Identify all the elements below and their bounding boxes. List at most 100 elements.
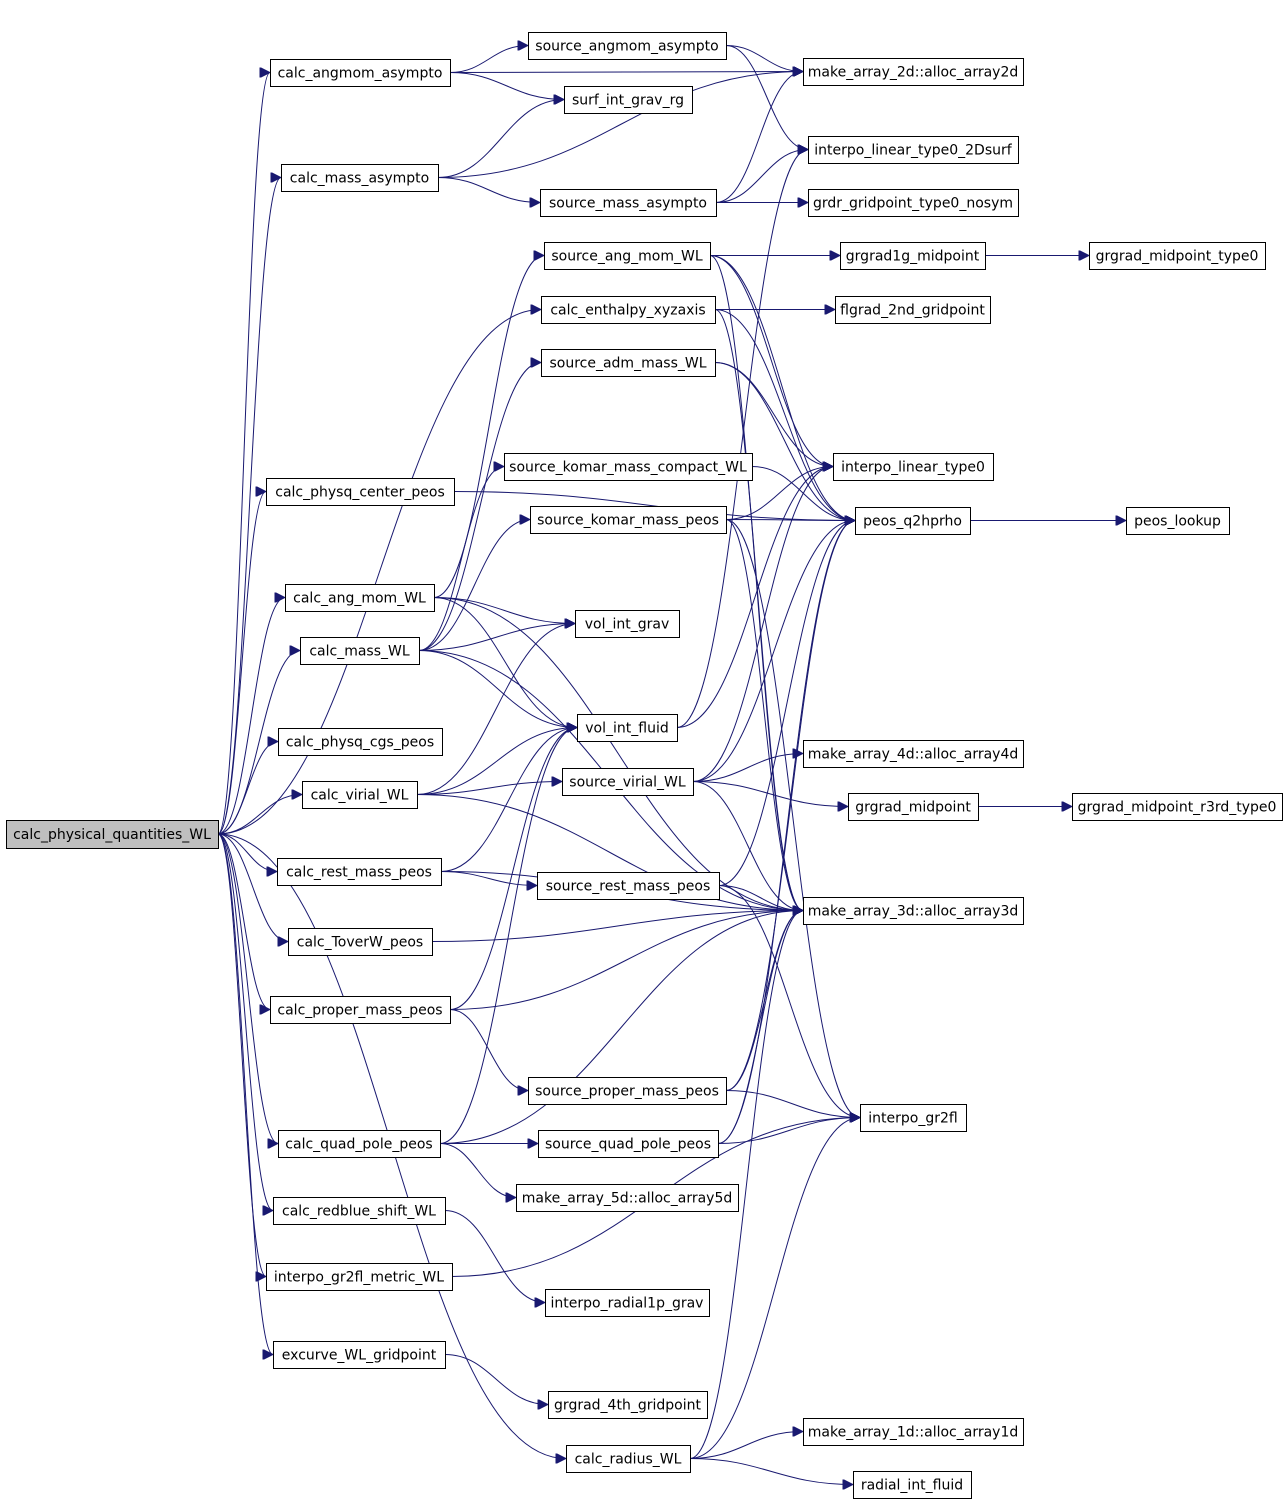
edge-source-rest-mass-peos-to-make-array-3d-alloc-array3d xyxy=(718,885,803,911)
node-peos-q2hprho[interactable]: peos_q2hprho xyxy=(855,507,971,535)
node-label: grgrad_4th_gridpoint xyxy=(554,1398,701,1414)
node-box xyxy=(545,1289,710,1317)
node-source-virial-wl[interactable]: source_virial_WL xyxy=(562,768,694,796)
node-interpo-linear-type0-2dsurf[interactable]: interpo_linear_type0_2Dsurf xyxy=(808,136,1019,164)
edge-calc-mass-wl-to-source-adm-mass-wl xyxy=(418,363,541,651)
node-box xyxy=(544,242,711,270)
node-calc-ang-mom-wl[interactable]: calc_ang_mom_WL xyxy=(285,584,435,612)
node-surf-int-grav-rg[interactable]: surf_int_grav_rg xyxy=(564,86,693,114)
node-box xyxy=(803,740,1024,768)
node-box xyxy=(566,1445,691,1473)
node-calc-mass-wl[interactable]: calc_mass_WL xyxy=(300,637,420,665)
node-grgrad-midpoint[interactable]: grgrad_midpoint xyxy=(848,793,979,821)
node-box xyxy=(575,610,680,638)
node-label: calc_virial_WL xyxy=(311,788,409,804)
node-source-proper-mass-peos[interactable]: source_proper_mass_peos xyxy=(528,1077,727,1105)
node-box xyxy=(848,793,979,821)
node-interpo-linear-type0[interactable]: interpo_linear_type0 xyxy=(833,453,994,481)
node-label: peos_q2hprho xyxy=(863,514,962,530)
node-vol-int-grav[interactable]: vol_int_grav xyxy=(575,610,680,638)
edge-source-rest-mass-peos-to-interpo-gr2fl xyxy=(718,885,860,1118)
edge-calc-physical-quantities-wl-to-calc-redblue-shift-wl xyxy=(217,833,273,1211)
edge-calc-ang-mom-wl-to-vol-int-fluid xyxy=(433,597,577,728)
edge-calc-rest-mass-peos-to-source-rest-mass-peos xyxy=(440,871,537,886)
edge-calc-ang-mom-wl-to-make-array-3d-alloc-array3d xyxy=(433,597,803,911)
node-make-array-4d-alloc-array4d[interactable]: make_array_4d::alloc_array4d xyxy=(803,740,1024,768)
node-calc-physq-cgs-peos[interactable]: calc_physq_cgs_peos xyxy=(278,728,443,756)
edge-calc-physical-quantities-wl-to-calc-proper-mass-peos xyxy=(217,833,270,1010)
node-calc-redblue-shift-wl[interactable]: calc_redblue_shift_WL xyxy=(273,1197,446,1225)
node-label: calc_quad_pole_peos xyxy=(285,1137,432,1153)
edge-calc-proper-mass-peos-to-vol-int-fluid xyxy=(449,728,577,1010)
edge-calc-enthalpy-xyzaxis-to-make-array-3d-alloc-array3d xyxy=(714,309,803,911)
edge-source-mass-asympto-to-interpo-linear-type0-2dsurf xyxy=(715,150,808,203)
node-source-angmom-asympto[interactable]: source_angmom_asympto xyxy=(528,32,727,60)
node-calc-physq-center-peos[interactable]: calc_physq_center_peos xyxy=(266,478,455,506)
node-label: interpo_radial1p_grav xyxy=(551,1296,704,1312)
node-calc-toverw-peos[interactable]: calc_ToverW_peos xyxy=(288,928,433,956)
node-peos-lookup[interactable]: peos_lookup xyxy=(1126,507,1230,535)
node-calc-quad-pole-peos[interactable]: calc_quad_pole_peos xyxy=(278,1130,441,1158)
node-make-array-5d-alloc-array5d[interactable]: make_array_5d::alloc_array5d xyxy=(516,1184,739,1212)
edge-source-adm-mass-wl-to-peos-q2hprho xyxy=(714,362,855,521)
edge-calc-ang-mom-wl-to-vol-int-grav xyxy=(433,597,575,624)
edge-calc-physical-quantities-wl-to-calc-quad-pole-peos xyxy=(217,833,278,1144)
node-calc-mass-asympto[interactable]: calc_mass_asympto xyxy=(281,164,439,192)
node-grgrad-4th-gridpoint[interactable]: grgrad_4th_gridpoint xyxy=(548,1391,708,1419)
node-interpo-gr2fl[interactable]: interpo_gr2fl xyxy=(860,1104,967,1132)
node-label: radial_int_fluid xyxy=(861,1478,963,1494)
node-interpo-gr2fl-metric-wl[interactable]: interpo_gr2fl_metric_WL xyxy=(266,1263,453,1291)
node-calc-proper-mass-peos[interactable]: calc_proper_mass_peos xyxy=(270,996,451,1024)
edge-calc-mass-wl-to-source-komar-mass-compact-wl xyxy=(418,467,504,651)
node-radial-int-fluid[interactable]: radial_int_fluid xyxy=(853,1471,972,1499)
edge-calc-mass-wl-to-vol-int-grav xyxy=(418,624,575,651)
edge-calc-quad-pole-peos-to-make-array-5d-alloc-array5d xyxy=(439,1143,516,1198)
node-calc-virial-wl[interactable]: calc_virial_WL xyxy=(302,781,418,809)
node-vol-int-fluid[interactable]: vol_int_fluid xyxy=(577,714,678,742)
node-label: interpo_gr2fl_metric_WL xyxy=(274,1270,444,1286)
node-label: source_komar_mass_compact_WL xyxy=(509,460,747,476)
edge-calc-radius-wl-to-interpo-gr2fl xyxy=(689,1118,860,1459)
node-source-mass-asympto[interactable]: source_mass_asympto xyxy=(540,189,717,217)
node-label: interpo_linear_type0_2Dsurf xyxy=(814,143,1012,159)
node-calc-physical-quantities-wl[interactable]: calc_physical_quantities_WL xyxy=(6,820,219,849)
edge-calc-mass-asympto-to-make-array-2d-alloc-array2d xyxy=(437,72,803,178)
node-grgrad-midpoint-type0[interactable]: grgrad_midpoint_type0 xyxy=(1089,242,1266,270)
node-box xyxy=(562,768,694,796)
nodes-layer: calc_physical_quantities_WL calc_angmom_a… xyxy=(6,32,1283,1499)
node-label: calc_physq_center_peos xyxy=(275,485,445,501)
node-source-quad-pole-peos[interactable]: source_quad_pole_peos xyxy=(538,1130,719,1158)
node-box xyxy=(803,1418,1024,1446)
edge-source-virial-wl-to-make-array-4d-alloc-array4d xyxy=(692,754,803,782)
node-calc-rest-mass-peos[interactable]: calc_rest_mass_peos xyxy=(277,858,442,886)
edge-calc-physical-quantities-wl-to-calc-rest-mass-peos xyxy=(217,833,277,872)
node-calc-angmom-asympto[interactable]: calc_angmom_asympto xyxy=(270,59,451,87)
node-label: grgrad_midpoint_type0 xyxy=(1096,249,1259,265)
node-source-komar-mass-compact-wl[interactable]: source_komar_mass_compact_WL xyxy=(504,453,753,481)
node-label: calc_radius_WL xyxy=(575,1452,682,1468)
node-label: make_array_1d::alloc_array1d xyxy=(808,1425,1019,1441)
node-grdr-gridpoint-type0-nosym[interactable]: grdr_gridpoint_type0_nosym xyxy=(808,189,1019,217)
node-box xyxy=(277,858,442,886)
node-interpo-radial1p-grav[interactable]: interpo_radial1p_grav xyxy=(545,1289,710,1317)
node-flgrad-2nd-gridpoint[interactable]: flgrad_2nd_gridpoint xyxy=(835,296,991,324)
node-calc-radius-wl[interactable]: calc_radius_WL xyxy=(566,1445,691,1473)
node-excurve-wl-gridpoint[interactable]: excurve_WL_gridpoint xyxy=(273,1341,446,1369)
node-source-komar-mass-peos[interactable]: source_komar_mass_peos xyxy=(530,506,727,534)
node-label: calc_ang_mom_WL xyxy=(293,591,426,607)
node-calc-enthalpy-xyzaxis[interactable]: calc_enthalpy_xyzaxis xyxy=(541,296,716,324)
node-label: grgrad_midpoint_r3rd_type0 xyxy=(1078,800,1277,816)
edge-calc-mass-wl-to-vol-int-fluid xyxy=(418,650,577,728)
node-label: calc_mass_asympto xyxy=(290,171,429,187)
node-make-array-3d-alloc-array3d[interactable]: make_array_3d::alloc_array3d xyxy=(803,897,1024,925)
node-make-array-2d-alloc-array2d[interactable]: make_array_2d::alloc_array2d xyxy=(803,58,1024,86)
node-grgrad-midpoint-r3rd-type0[interactable]: grgrad_midpoint_r3rd_type0 xyxy=(1072,793,1283,821)
node-box xyxy=(273,1341,446,1369)
edge-source-rest-mass-peos-to-peos-q2hprho xyxy=(718,521,855,886)
node-source-adm-mass-wl[interactable]: source_adm_mass_WL xyxy=(541,349,716,377)
node-grgrad1g-midpoint[interactable]: grgrad1g_midpoint xyxy=(840,242,986,270)
node-source-ang-mom-wl[interactable]: source_ang_mom_WL xyxy=(544,242,711,270)
edge-source-komar-mass-peos-to-make-array-3d-alloc-array3d xyxy=(725,519,803,911)
node-source-rest-mass-peos[interactable]: source_rest_mass_peos xyxy=(537,872,720,900)
node-make-array-1d-alloc-array1d[interactable]: make_array_1d::alloc_array1d xyxy=(803,1418,1024,1446)
